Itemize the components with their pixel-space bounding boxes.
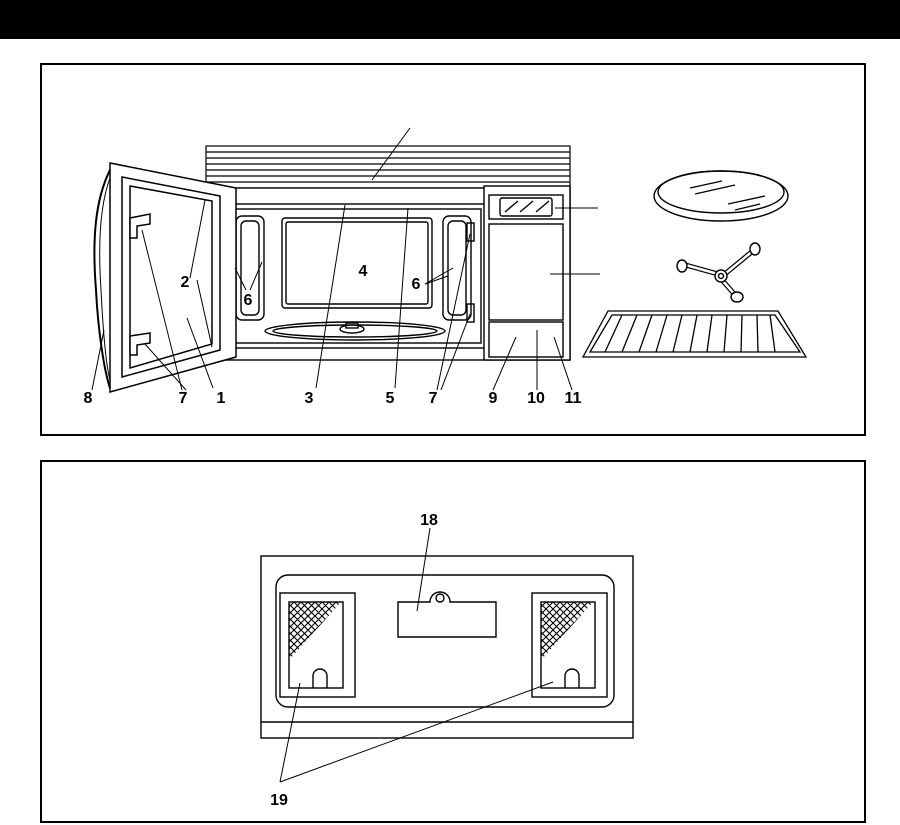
callout-9: 9 — [489, 390, 498, 407]
callout-2: 2 — [181, 274, 190, 291]
callout-8: 8 — [84, 390, 93, 407]
glass-tray — [654, 171, 788, 221]
callout-6-left: 6 — [244, 292, 253, 309]
callout-7-latch: 7 — [429, 390, 438, 407]
control-panel — [484, 186, 570, 360]
callout-18: 18 — [420, 512, 438, 529]
callout-7-door: 7 — [179, 390, 188, 407]
callout-5: 5 — [386, 390, 395, 407]
callout-11: 11 — [565, 390, 582, 407]
callout-6-right: 6 — [412, 276, 421, 293]
callout-19: 19 — [270, 792, 288, 809]
vent-grille — [206, 146, 570, 188]
roller-support — [677, 243, 760, 302]
callout-10: 10 — [527, 390, 545, 407]
callout-3: 3 — [305, 390, 314, 407]
door — [94, 163, 236, 392]
callout-1: 1 — [217, 390, 226, 407]
wire-rack — [583, 311, 806, 357]
callout-4: 4 — [359, 263, 368, 280]
bottom-view — [261, 556, 633, 738]
